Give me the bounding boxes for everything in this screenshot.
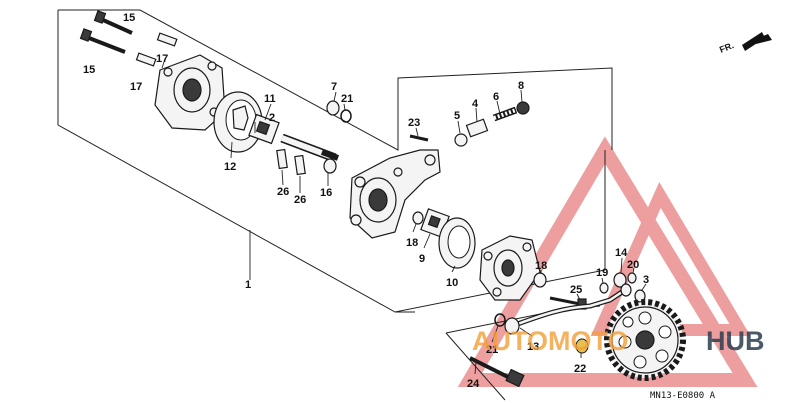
o-ring-21-lower [494, 313, 506, 327]
label-18-right: 18 [535, 260, 547, 272]
label-1: 1 [245, 279, 251, 291]
o-ring-18-left [412, 211, 424, 225]
label-15-lower: 15 [83, 64, 95, 76]
label-24: 24 [467, 378, 480, 390]
washer-3 [634, 289, 646, 303]
bolt-15-lower [79, 28, 126, 54]
label-14: 14 [615, 247, 628, 259]
assembly-outline [57, 9, 613, 313]
pump-cover-rear [154, 54, 226, 131]
watermark-part2: HUB [706, 326, 765, 356]
pin-26-right [294, 154, 306, 176]
label-7: 7 [331, 81, 337, 93]
label-26-left: 26 [277, 186, 289, 198]
washer-16 [323, 158, 337, 174]
outer-rotor-10 [438, 217, 476, 269]
label-23: 23 [408, 117, 420, 129]
label-9: 9 [419, 253, 425, 265]
drive-sprocket [604, 299, 686, 381]
label-10: 10 [446, 277, 458, 289]
pump-body-main [349, 149, 441, 239]
relief-valve-parts [454, 101, 530, 147]
cotter-pin-23 [409, 134, 429, 142]
o-ring-18-right [533, 272, 547, 288]
label-22: 22 [574, 363, 586, 375]
label-11: 11 [264, 93, 276, 105]
label-2: 2 [269, 112, 275, 124]
label-13: 13 [527, 341, 539, 353]
o-ring-20 [627, 272, 637, 284]
dowel-pin-17-lower [135, 52, 157, 67]
label-3: 3 [643, 274, 649, 286]
pin-26-left [276, 148, 288, 170]
pump-cover-front [479, 235, 541, 301]
front-direction-label: FR. [718, 40, 735, 55]
leader-lines [161, 61, 647, 375]
washer-22 [575, 338, 589, 354]
label-12: 12 [224, 161, 236, 173]
label-17-lower: 17 [130, 81, 142, 93]
label-19: 19 [596, 267, 608, 279]
inner-rotor-11 [248, 113, 280, 145]
label-16: 16 [320, 187, 332, 199]
label-25: 25 [570, 284, 582, 296]
label-26-right: 26 [294, 194, 306, 206]
pump-shaft-2 [280, 133, 340, 163]
label-4: 4 [472, 98, 479, 110]
label-8: 8 [518, 80, 524, 92]
collar-7 [326, 100, 340, 116]
label-6: 6 [493, 91, 499, 103]
watermark-text: AUTOMOTO HUB [472, 326, 765, 356]
front-direction-indicator: FR. [718, 28, 772, 55]
watermark-part1: AUTOMOTO [472, 326, 629, 356]
bolt-24 [469, 356, 525, 388]
label-20: 20 [627, 259, 639, 271]
label-21-lower: 21 [486, 344, 498, 356]
oil-pipe-13 [504, 283, 632, 335]
label-17-upper: 17 [156, 53, 168, 65]
drawing-code: MN13-E0800 A [650, 391, 716, 401]
bolt-15-upper [93, 10, 133, 35]
label-5: 5 [454, 110, 460, 122]
part-labels: 15 15 17 17 12 11 2 26 26 16 7 21 23 5 4… [83, 12, 649, 390]
label-21-upper: 21 [341, 93, 353, 105]
o-ring-21-upper [340, 109, 352, 123]
collar-14 [613, 272, 627, 288]
o-ring-19 [599, 282, 609, 294]
dowel-pin-17-upper [156, 32, 178, 47]
label-18-left: 18 [406, 237, 418, 249]
label-15-upper: 15 [123, 12, 135, 24]
